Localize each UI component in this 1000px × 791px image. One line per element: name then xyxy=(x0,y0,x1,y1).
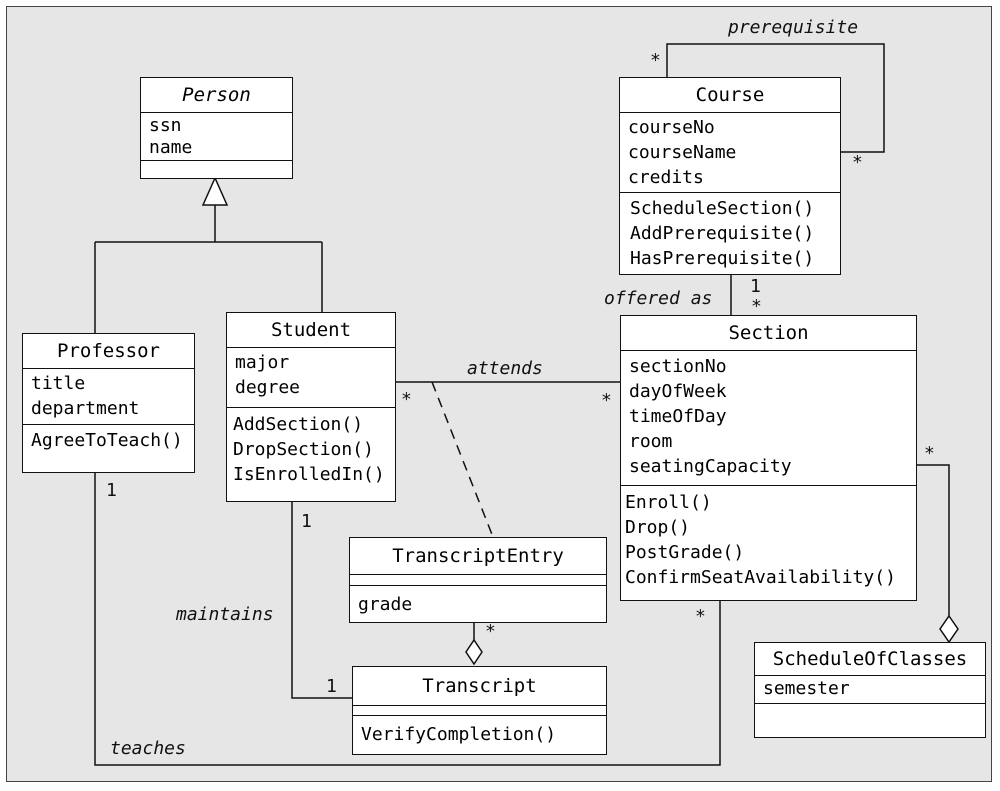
person-operations xyxy=(141,161,292,165)
section-operations: Enroll() Drop() PostGrade() ConfirmSeatA… xyxy=(621,486,916,592)
course-op-hasprerequisite: HasPrerequisite() xyxy=(630,248,815,269)
teaches-label: teaches xyxy=(110,738,186,759)
scheduleofclasses-class: ScheduleOfClasses semester xyxy=(754,642,986,738)
course-attributes: courseNo courseName credits xyxy=(620,113,840,193)
maintains-association-line xyxy=(291,502,352,699)
prerequisite-multiplicity-right: * xyxy=(852,152,863,173)
section-op-enroll: Enroll() xyxy=(625,492,712,513)
course-class: Course courseNo courseName credits Sched… xyxy=(619,77,841,275)
course-op-addprerequisite: AddPrerequisite() xyxy=(630,223,815,244)
course-offered-multiplicity: 1 xyxy=(750,276,761,297)
teaches-association-line xyxy=(94,473,721,766)
transcript-attributes xyxy=(353,706,606,716)
course-attr-credits: credits xyxy=(628,167,704,188)
student-op-dropsection: DropSection() xyxy=(233,439,374,460)
transcript-operations: VerifyCompletion() xyxy=(353,716,606,749)
entry-aggregation-multiplicity: * xyxy=(485,621,496,642)
scheduleofclasses-operations xyxy=(755,704,985,708)
transcriptentry-class-name: TranscriptEntry xyxy=(350,538,606,575)
section-offered-multiplicity: * xyxy=(751,296,762,317)
person-class-name: Person xyxy=(141,78,292,113)
student-attributes: major degree xyxy=(227,348,395,408)
professor-attributes: title department xyxy=(23,369,194,425)
student-op-addsection: AddSection() xyxy=(233,414,364,435)
transcript-maintains-multiplicity: 1 xyxy=(326,676,337,697)
schedule-aggregation-line xyxy=(916,464,950,616)
course-operations: ScheduleSection() AddPrerequisite() HasP… xyxy=(620,193,840,273)
schedule-aggregation-diamond xyxy=(939,614,959,644)
student-attr-degree: degree xyxy=(235,377,301,398)
section-schedule-multiplicity: * xyxy=(924,443,935,464)
professor-attr-title: title xyxy=(31,373,86,394)
course-op-schedulesection: ScheduleSection() xyxy=(630,198,815,219)
maintains-label: maintains xyxy=(176,604,274,625)
section-class: Section sectionNo dayOfWeek timeOfDay ro… xyxy=(620,315,917,601)
aggregation-diamond xyxy=(465,638,483,666)
scheduleofclasses-class-name: ScheduleOfClasses xyxy=(755,643,985,676)
section-attr-room: room xyxy=(629,431,673,452)
scheduleofclasses-attr-semester: semester xyxy=(763,678,850,699)
generalization-line xyxy=(94,205,323,333)
section-attr-sectionno: sectionNo xyxy=(629,356,727,377)
scheduleofclasses-attributes: semester xyxy=(755,676,985,704)
course-attr-coursename: courseName xyxy=(628,142,737,163)
transcriptentry-grade: grade xyxy=(358,594,413,615)
person-attributes: ssn name xyxy=(141,113,292,161)
professor-class: Professor title department AgreeToTeach(… xyxy=(22,333,195,473)
prerequisite-multiplicity-top: * xyxy=(650,50,661,71)
transcript-class: Transcript VerifyCompletion() xyxy=(352,666,607,755)
association-class-link xyxy=(431,381,494,538)
transcript-op-verifycompletion: VerifyCompletion() xyxy=(361,724,557,745)
transcriptentry-attributes xyxy=(350,575,606,586)
professor-teaches-multiplicity: 1 xyxy=(106,480,117,501)
student-op-isenrolledin: IsEnrolledIn() xyxy=(233,464,385,485)
student-attends-multiplicity: * xyxy=(401,389,412,410)
prerequisite-association-line xyxy=(666,43,885,153)
person-attr-name: name xyxy=(149,137,193,158)
professor-operations: AgreeToTeach() xyxy=(23,425,194,455)
section-op-postgrade: PostGrade() xyxy=(625,542,745,563)
course-attr-courseno: courseNo xyxy=(628,117,715,138)
section-op-drop: Drop() xyxy=(625,517,691,538)
course-class-name: Course xyxy=(620,78,840,113)
person-class: Person ssn name xyxy=(140,77,293,179)
attends-label: attends xyxy=(467,358,543,379)
section-teaches-multiplicity: * xyxy=(695,606,706,627)
section-class-name: Section xyxy=(621,316,916,351)
section-attributes: sectionNo dayOfWeek timeOfDay room seati… xyxy=(621,351,916,486)
transcriptentry-operations: grade xyxy=(350,586,606,619)
generalization-arrowhead xyxy=(201,176,229,206)
professor-op-agreetoteach: AgreeToTeach() xyxy=(31,430,183,451)
student-operations: AddSection() DropSection() IsEnrolledIn(… xyxy=(227,408,395,489)
transcript-class-name: Transcript xyxy=(353,667,606,706)
prerequisite-label: prerequisite xyxy=(728,17,859,38)
section-op-confirmseatavailability: ConfirmSeatAvailability() xyxy=(625,567,896,588)
student-attr-major: major xyxy=(235,352,290,373)
student-maintains-multiplicity: 1 xyxy=(301,511,312,532)
transcriptentry-class: TranscriptEntry grade xyxy=(349,537,607,623)
offered-as-label: offered as xyxy=(604,288,713,309)
section-attr-dayofweek: dayOfWeek xyxy=(629,381,727,402)
section-attends-multiplicity: * xyxy=(601,390,612,411)
professor-class-name: Professor xyxy=(23,334,194,369)
section-attr-seatingcapacity: seatingCapacity xyxy=(629,456,792,477)
section-attr-timeofday: timeOfDay xyxy=(629,406,727,427)
student-class-name: Student xyxy=(227,313,395,348)
professor-attr-department: department xyxy=(31,398,140,419)
person-attr-ssn: ssn xyxy=(149,115,182,136)
student-class: Student major degree AddSection() DropSe… xyxy=(226,312,396,502)
